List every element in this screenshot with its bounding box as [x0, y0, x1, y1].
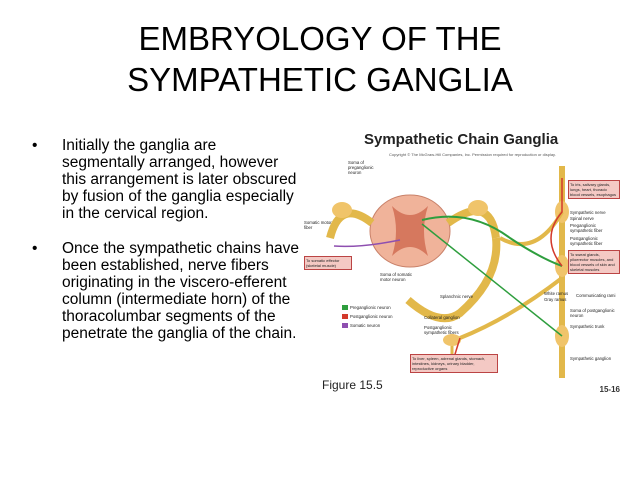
bullet-item: • Initially the ganglia are segmentally … [28, 137, 300, 222]
label-somatic-motor: Somatic motor fiber [304, 220, 332, 230]
label-soma-somatic: Soma of somatic motor neuron [380, 272, 413, 282]
label-white-ramus: White ramus [544, 291, 569, 296]
label-soma-pre: Soma of preganglionic neuron [348, 160, 374, 175]
legend-label-preganglionic: Preganglionic neuron [350, 305, 391, 310]
somatic-path [333, 239, 401, 248]
label-trunk: Sympathetic trunk [570, 324, 605, 329]
bullet-dot: • [32, 240, 38, 257]
legend-label-postganglionic: Postganglionic neuron [350, 314, 393, 319]
spinal-nerve [405, 237, 501, 323]
collateral-ganglion [443, 334, 461, 346]
label-soma-post: Soma of postganglionic neuron [570, 308, 615, 318]
figure-title: Sympathetic Chain Ganglia [364, 131, 559, 148]
postganglionic-path [550, 178, 563, 267]
bullet-list: • Initially the ganglia are segmentally … [28, 137, 300, 360]
anatomy-illustration [326, 166, 569, 378]
preganglionic-path [421, 223, 563, 337]
label-to-sweat: To sweat glands, piloerector muscles, an… [568, 250, 620, 274]
legend-swatch-preganglionic [342, 305, 348, 310]
label-spinal-nerve: Spinal nerve [570, 216, 594, 221]
legend-label-somatic: Somatic neuron [350, 323, 381, 328]
splanchnic-path [459, 276, 564, 340]
bullet-text: Once the sympathetic chains have been es… [62, 240, 299, 342]
preganglionic-path [421, 215, 563, 267]
figure-page-number: 15-16 [599, 385, 620, 394]
sympathetic-chain-figure: Sympathetic Chain Ganglia Copyright © Th… [300, 128, 622, 398]
label-communicating: Communicating rami [576, 293, 616, 298]
label-symp-nerve: Sympathetic nerve [570, 210, 606, 215]
bullet-item: • Once the sympathetic chains have been … [28, 240, 300, 342]
label-to-liver: To liver, spleen, adrenal glands, stomac… [410, 354, 498, 373]
figure-caption: Figure 15.5 [322, 378, 383, 392]
dorsal-ganglion-left [332, 202, 352, 218]
label-splanchnic: Splanchnic nerve [440, 294, 473, 299]
dorsal-ganglion-right [468, 200, 488, 216]
figure-copyright: Copyright © The McGraw-Hill Companies, I… [389, 152, 556, 157]
bullet-text: Initially the ganglia are segmentally ar… [62, 137, 297, 222]
dorsal-root-left [326, 209, 375, 240]
bullet-dot: • [32, 137, 38, 154]
label-gray-ramus: Gray ramus [544, 297, 567, 302]
legend-swatch-postganglionic [342, 314, 348, 319]
label-to-somatic: To somatic effector (skeletal muscle) [304, 256, 352, 270]
label-collateral: Collateral ganglion [424, 315, 460, 320]
label-post-fiber: Postganglionic sympathetic fiber [570, 236, 603, 246]
label-to-eye: To iris, salivary glands, lungs, heart, … [568, 180, 620, 199]
label-pre-fiber: Preganglionic sympathetic fiber [570, 223, 603, 233]
gray-matter [392, 206, 428, 256]
slide-title: EMBRYOLOGY OF THE SYMPATHETIC GANGLIA [127, 20, 513, 98]
legend-swatch-somatic [342, 323, 348, 328]
label-symp-ganglion: Sympathetic ganglion [570, 356, 612, 361]
label-post-fibers: Postganglionic sympathetic fibers [424, 325, 459, 335]
